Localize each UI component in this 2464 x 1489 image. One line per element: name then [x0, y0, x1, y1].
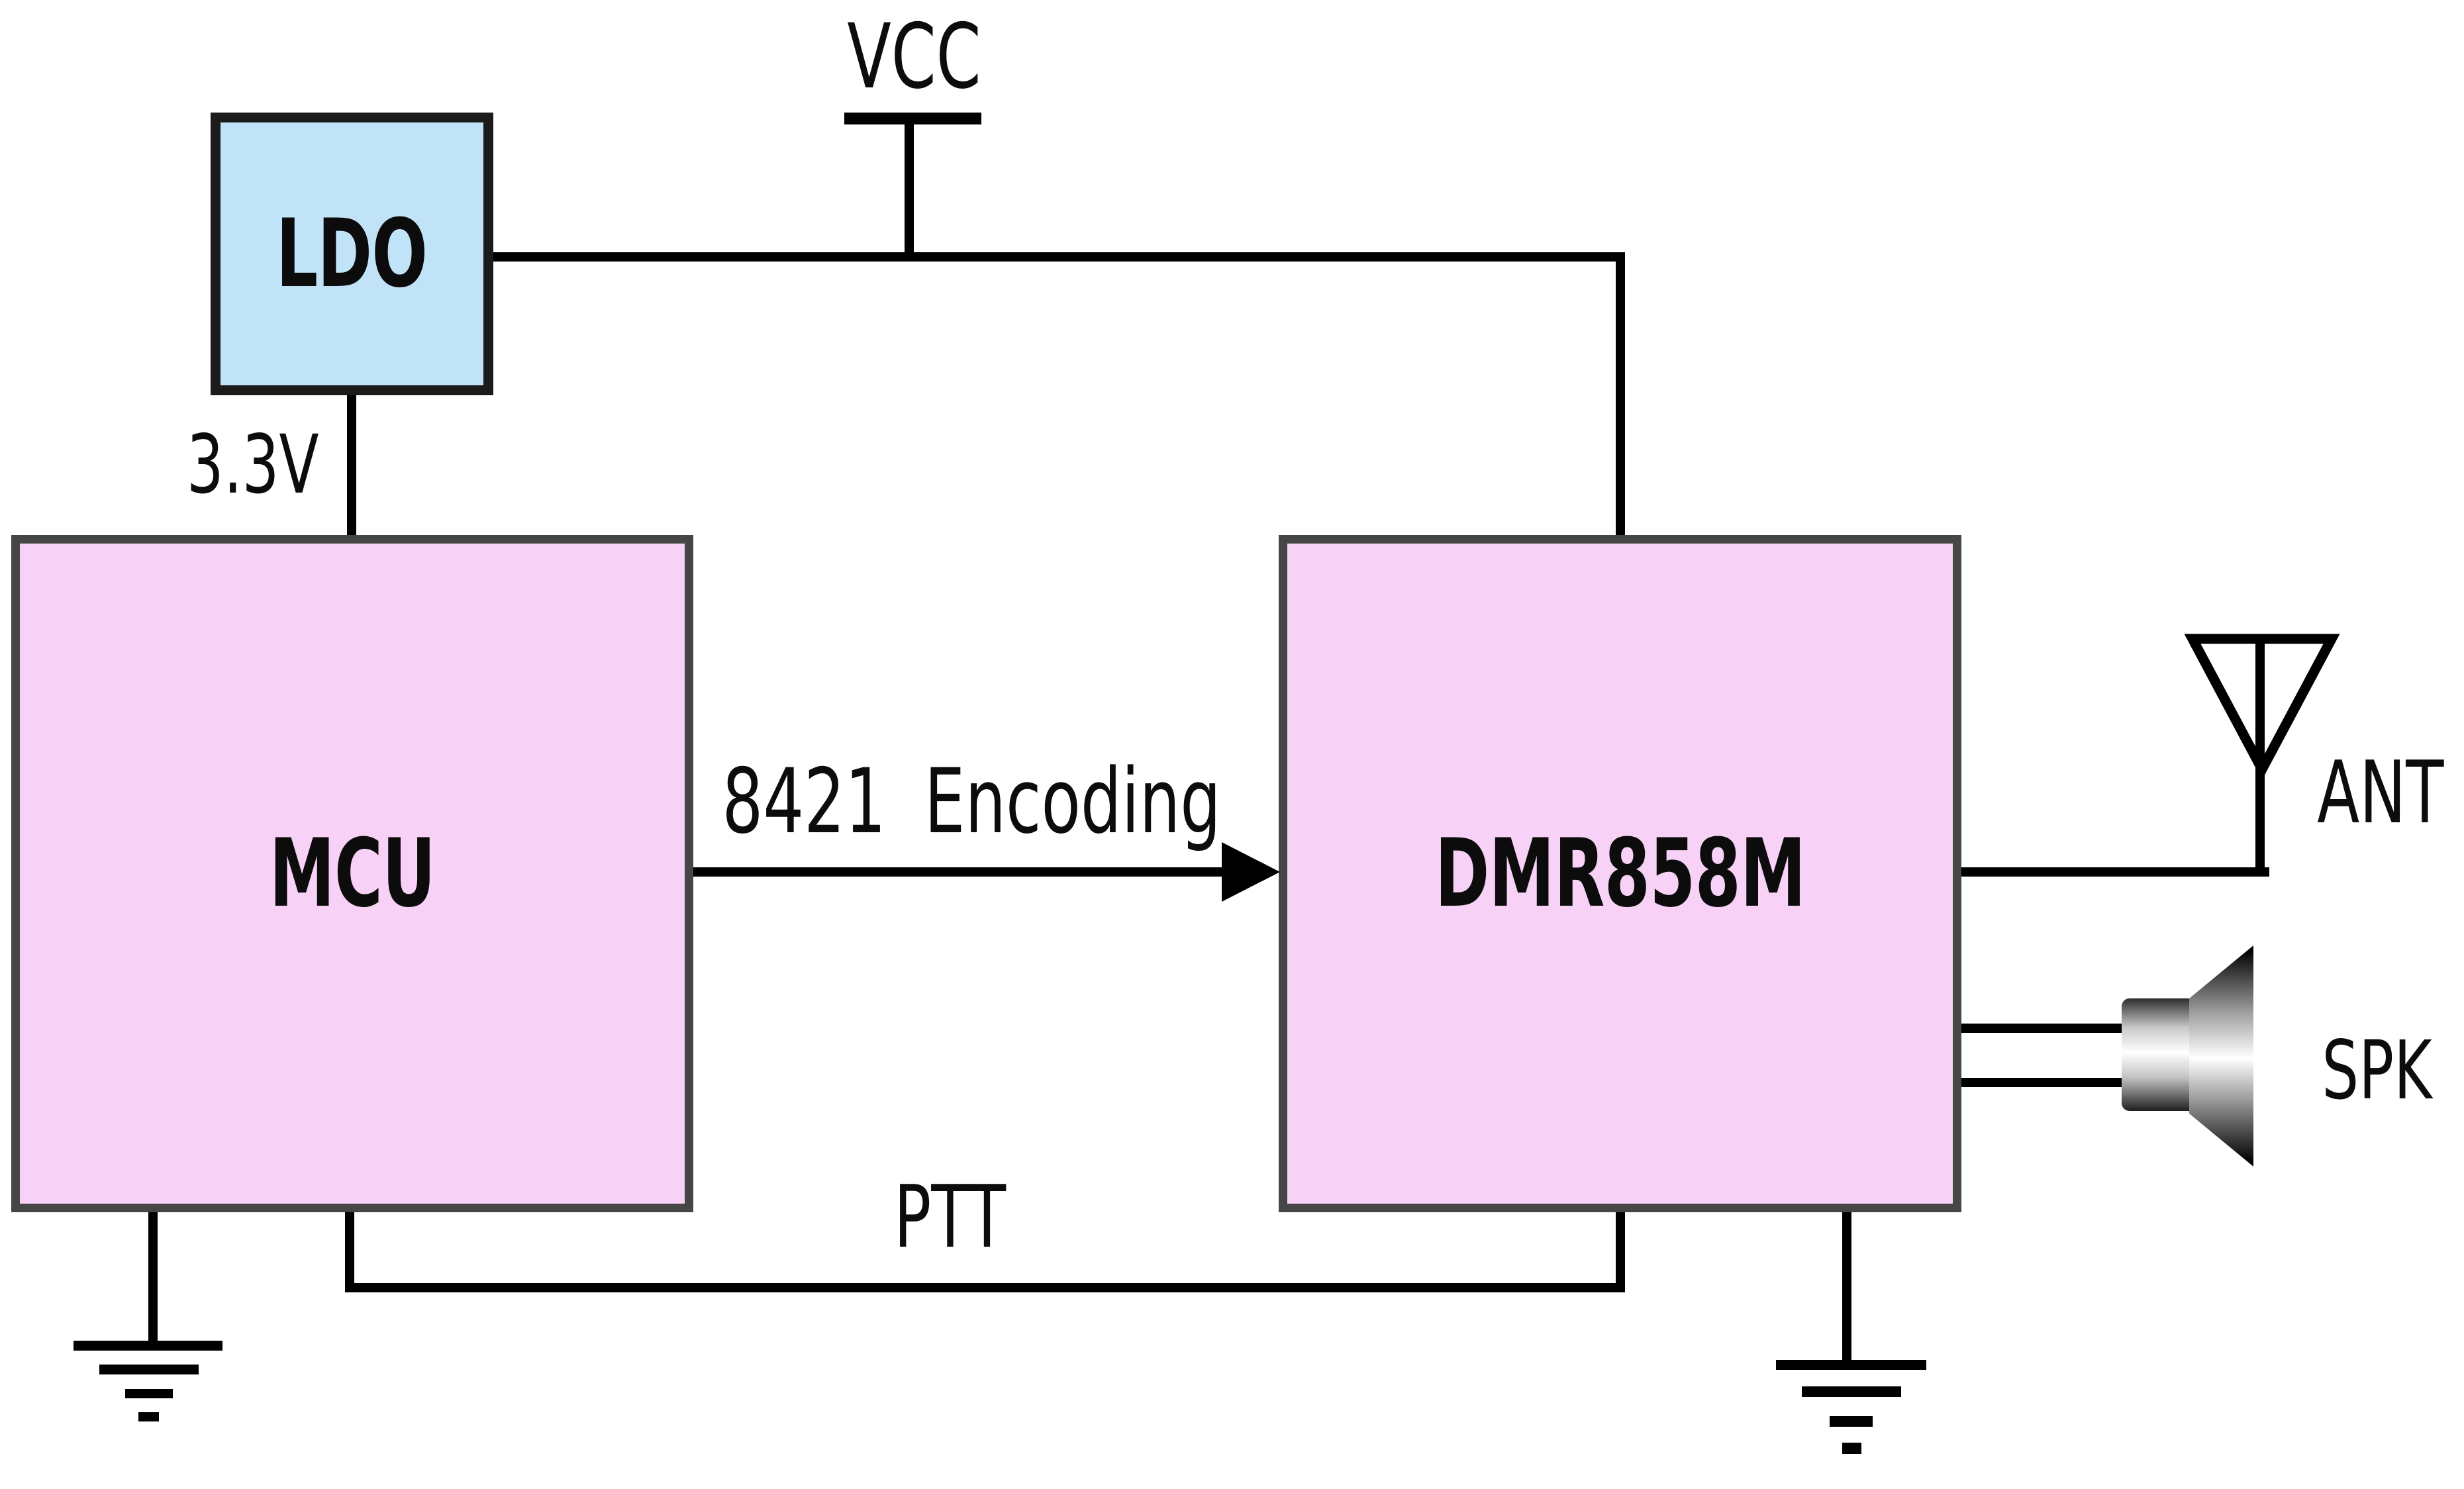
vcc-label-text: VCC [846, 4, 981, 109]
arrow-line [693, 867, 1223, 877]
rail-3v3-label-text: 3.3V [187, 418, 319, 512]
mcu-block-label: MCU [269, 819, 436, 928]
speaker-driver-icon [2122, 998, 2191, 1111]
vcc-rail-stem-icon [905, 124, 914, 262]
ground-bar-icon [1802, 1386, 1901, 1397]
mcu-block: MCU [11, 535, 693, 1212]
wire-vcc-to-dmr [1616, 252, 1625, 535]
vcc-rail-bar-icon [844, 113, 981, 124]
dmr858m-block: DMR858M [1279, 535, 1961, 1212]
ground-bar-icon [1776, 1360, 1926, 1370]
antenna-wire [1961, 867, 2269, 877]
ground-bar-icon [125, 1389, 173, 1398]
ground-bar-icon [1842, 1443, 1861, 1454]
ptt-label: PTT [685, 1144, 1214, 1290]
ptt-wire-right [1616, 1212, 1625, 1292]
encoding-label: 8421 Encoding [707, 728, 1236, 874]
arrow-head-icon [1222, 842, 1280, 902]
ldo-block-label: LDO [276, 199, 428, 309]
ldo-block: LDO [211, 113, 493, 395]
antenna-icon [2184, 634, 2340, 780]
wire-ldo-to-mcu-3v3 [347, 395, 356, 535]
ground-stem-icon [1842, 1212, 1851, 1361]
rail-3v3-label: 3.3V [0, 392, 518, 538]
ptt-wire-horizontal [345, 1283, 1625, 1292]
ptt-label-text: PTT [893, 1167, 1006, 1267]
ground-stem-icon [148, 1212, 158, 1346]
ground-bar-icon [138, 1412, 159, 1421]
speaker-wire-bottom [1961, 1078, 2130, 1087]
speaker-wire-top [1961, 1024, 2130, 1033]
dmr858m-block-label: DMR858M [1434, 819, 1806, 928]
spk-label-text: SPK [2322, 1024, 2433, 1118]
wire-ldo-to-vcc-rail [493, 252, 1625, 262]
ground-bar-icon [1830, 1416, 1873, 1427]
ptt-wire-left [345, 1212, 354, 1292]
ground-bar-icon [99, 1365, 199, 1374]
ground-bar-icon [74, 1341, 222, 1351]
speaker-cone-icon [2189, 945, 2253, 1167]
encoding-label-text: 8421 Encoding [722, 749, 1221, 853]
vcc-label: VCC [649, 0, 1179, 129]
